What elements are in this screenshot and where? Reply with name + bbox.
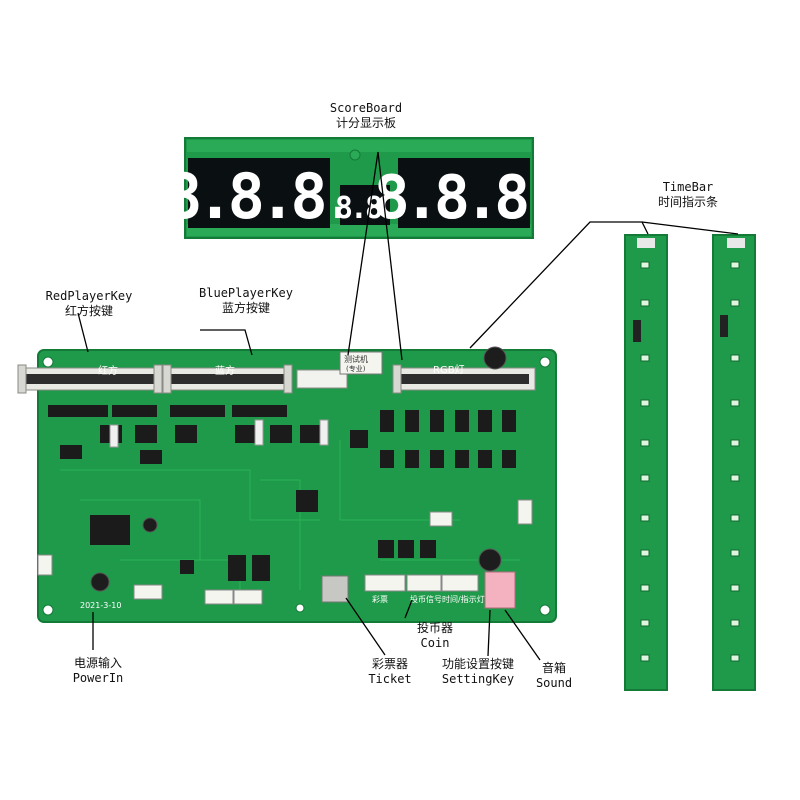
connectors-bottom [37,499,533,605]
label-red-key-cn: 红方按键 [64,304,113,318]
label-scoreboard-en: ScoreBoard [329,101,403,115]
digit-text-left: 8.8.8. [165,160,353,233]
label-red-key: RedPlayerKey 红方按键 [34,289,144,319]
label-setting: 功能设置按键 SettingKey [432,657,524,687]
timebar-strip-right [712,234,756,691]
audio-jack [484,571,516,609]
label-scoreboard-cn: 计分显示板 [335,116,396,130]
silk-display: 测试机 [344,354,368,364]
digit-block-right [398,158,530,228]
coin-connector [321,575,349,603]
silk-red: 红方 [98,364,118,377]
main-pcb: 红方 蓝方 测试机 (专业) RGB灯 [17,346,557,623]
label-setting-cn: 功能设置按键 [441,657,514,671]
capacitor-left [90,572,110,592]
label-sound-cn: 音箱 [541,661,566,675]
leader-lines [77,151,739,661]
silk-rgb: RGB灯 [433,364,465,376]
capacitor-top-right [483,346,507,370]
label-timebar-en: TimeBar [662,180,714,194]
capacitor-right [478,548,502,572]
connector-rgb [392,364,536,394]
label-ticket-cn: 彩票器 [371,657,408,671]
ic-rows [48,405,516,581]
silk-date: 2021-3-10 [80,601,121,610]
label-blue-key-cn: 蓝方按键 [221,301,270,315]
silk-setting: 时间/指示灯 [442,594,485,604]
timebar-strip-left [624,234,668,691]
label-timebar-cn: 时间指示条 [657,195,718,209]
label-scoreboard: ScoreBoard 计分显示板 [316,101,416,131]
scoreboard-pcb: 8.8.8. 8.8. 8.8.8. [165,137,560,239]
digit-block-left [188,158,330,228]
digit-block-middle [340,185,390,225]
silk-blue: 蓝方 [215,364,235,377]
silk-display-sub: (专业) [346,364,366,373]
label-red-key-en: RedPlayerKey [45,289,133,303]
connector-display [296,351,383,389]
label-sound: 音箱 Sound [528,661,580,691]
label-setting-en: SettingKey [441,672,515,686]
silk-coin: 投币信号 [410,594,442,604]
label-ticket: 彩票器 Ticket [360,657,420,687]
label-coin: 投币器 Coin [405,621,465,651]
label-coin-cn: 投币器 [416,621,453,635]
label-coin-en: Coin [420,636,450,650]
label-power-en: PowerIn [72,671,124,685]
label-power-cn: 电源输入 [73,656,122,670]
label-blue-key: BluePlayerKey 蓝方按键 [188,286,304,316]
label-timebar: TimeBar 时间指示条 [648,180,728,210]
connector-blue-key [162,364,293,394]
digit-text-middle: 8.8. [335,191,395,226]
label-ticket-en: Ticket [368,672,412,686]
silk-ticket: 彩票 [372,594,388,604]
label-power: 电源输入 PowerIn [58,656,138,686]
label-sound-en: Sound [535,676,573,690]
label-blue-key-en: BluePlayerKey [199,286,293,300]
connector-red-key [17,364,163,394]
digit-text-right: 8.8.8. [374,163,555,233]
